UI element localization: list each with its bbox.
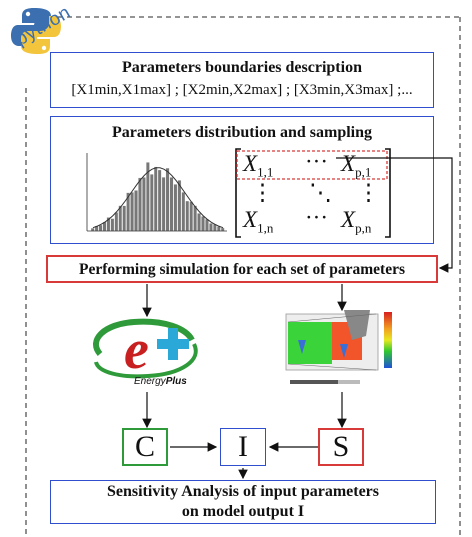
analysis-title-line1: Sensitivity Analysis of input parameters (106, 483, 379, 500)
sample-matrix: X1,1 ··· Xp,1 ⋮ ⋱ ⋮ X1,n ··· Xp,n (233, 147, 433, 239)
color-scale-bar (384, 312, 392, 368)
distribution-title: Parameters distribution and sampling (111, 124, 372, 141)
building-model-render (280, 300, 410, 396)
energyplus-logo-icon: e (93, 318, 198, 381)
energyplus-logo: e EnergyPlus (82, 310, 212, 394)
matrix-vdots-right: ⋮ (357, 180, 380, 205)
matrix-hdots-top: ··· (305, 149, 328, 174)
histogram-plot (86, 153, 227, 232)
simulation-box: Performing simulation for each set of pa… (46, 255, 438, 283)
matrix-cell-1-1: X1,1 (243, 151, 274, 180)
matrix-ddots: ⋱ (309, 180, 332, 205)
building-model-image (285, 310, 392, 384)
boundaries-title: Parameters boundaries description (122, 59, 362, 76)
matrix-vdots-left: ⋮ (251, 180, 274, 205)
simulation-title: Performing simulation for each set of pa… (79, 261, 405, 278)
matrix-cell-1-n: X1,n (243, 207, 274, 236)
svg-text:e: e (124, 319, 149, 381)
boundaries-box: Parameters boundaries description [X1min… (50, 52, 434, 108)
arrow-sample-to-simulation (336, 157, 453, 273)
matrix-cell-p-n: Xp,n (341, 207, 372, 236)
matrix-brackets (235, 148, 391, 238)
histogram-bars (90, 162, 225, 232)
node-i: I (220, 428, 266, 466)
python-logo-icon (11, 8, 61, 54)
boundaries-formula: [X1min,X1max] ; [X2min,X2max] ; [X3min,X… (71, 82, 413, 98)
node-c: C (122, 428, 168, 466)
python-logo: python (2, 2, 90, 82)
energyplus-caption: EnergyPlus (134, 376, 187, 387)
histogram-density-curve (92, 167, 224, 229)
selected-row-highlight (236, 150, 388, 180)
analysis-box: Sensitivity Analysis of input parameters… (50, 480, 436, 524)
matrix-hdots-bottom: ··· (305, 205, 328, 230)
distribution-box: Parameters distribution and sampling X1,… (50, 116, 434, 244)
analysis-title-line2: on model output I (181, 503, 305, 520)
matrix-cell-p-1: Xp,1 (341, 151, 372, 180)
node-s: S (318, 428, 364, 466)
